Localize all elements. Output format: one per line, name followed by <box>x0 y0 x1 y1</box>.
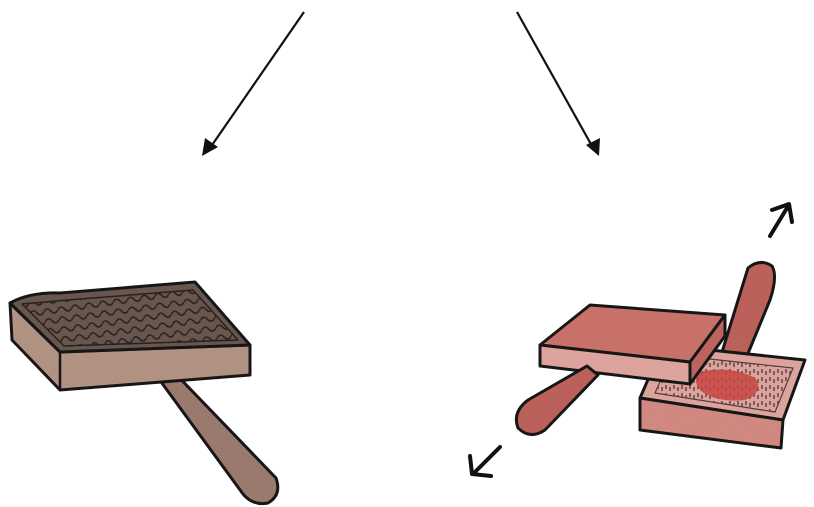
closed-iron-grid <box>21 289 239 347</box>
closed-waffle-iron <box>8 280 280 506</box>
arrow-to-closed-iron-icon <box>202 11 305 156</box>
open-iron-lower-handle <box>514 364 600 436</box>
open-up-motion-arrow-icon <box>768 202 794 238</box>
open-iron-filling <box>696 369 759 401</box>
arrow-to-open-iron-icon <box>516 11 600 156</box>
open-down-motion-arrow-icon <box>468 445 502 478</box>
open-waffle-iron <box>514 261 807 450</box>
open-iron-top-plate <box>538 303 727 386</box>
closed-iron-handle <box>154 364 280 506</box>
